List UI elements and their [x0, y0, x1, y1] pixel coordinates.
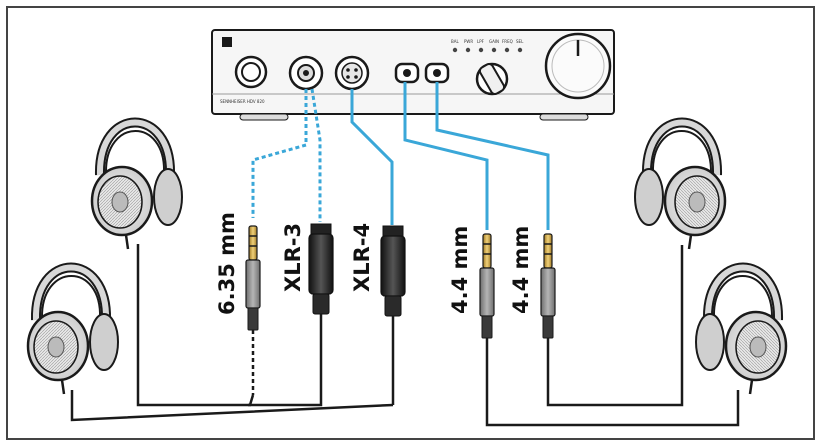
- plug-xlr3: [308, 223, 334, 315]
- led-label: PWR: [464, 39, 473, 44]
- amp-cables: [251, 82, 550, 230]
- device-brand-text: SENNHEISER HDV 820: [220, 99, 265, 104]
- led-label: GAIN: [489, 39, 499, 44]
- label-635mm: 6.35 mm: [215, 212, 239, 315]
- headphone-bottom-right: [696, 268, 786, 395]
- led-label: SEL: [516, 39, 524, 44]
- headphone-cables: [70, 244, 740, 427]
- led-label: BAL: [451, 39, 459, 44]
- headphone-top-right: [635, 123, 725, 250]
- label-44mm-left: 4.4 mm: [448, 226, 472, 314]
- status-leds: BAL PWR LPF GAIN FREQ SEL: [451, 39, 524, 53]
- headphone-amplifier: BAL PWR LPF GAIN FREQ SEL SENNHEISER HDV…: [211, 29, 615, 121]
- led-label: FREQ: [502, 39, 513, 44]
- plug-xlr4: [380, 225, 406, 317]
- label-44mm-right: 4.4 mm: [509, 226, 533, 314]
- label-xlr3: XLR-3: [281, 223, 305, 292]
- label-xlr4: XLR-4: [350, 223, 374, 292]
- plug-44mm-right: [540, 233, 556, 339]
- led-label: LPF: [477, 39, 485, 44]
- volume-knob: [544, 32, 612, 100]
- plug-635mm: [245, 225, 261, 331]
- headphone-bottom-left: [28, 268, 118, 395]
- power-button: [234, 55, 268, 89]
- headphone-top-left: [92, 123, 182, 250]
- brand-logo: [222, 37, 232, 47]
- plug-44mm-left: [479, 233, 495, 339]
